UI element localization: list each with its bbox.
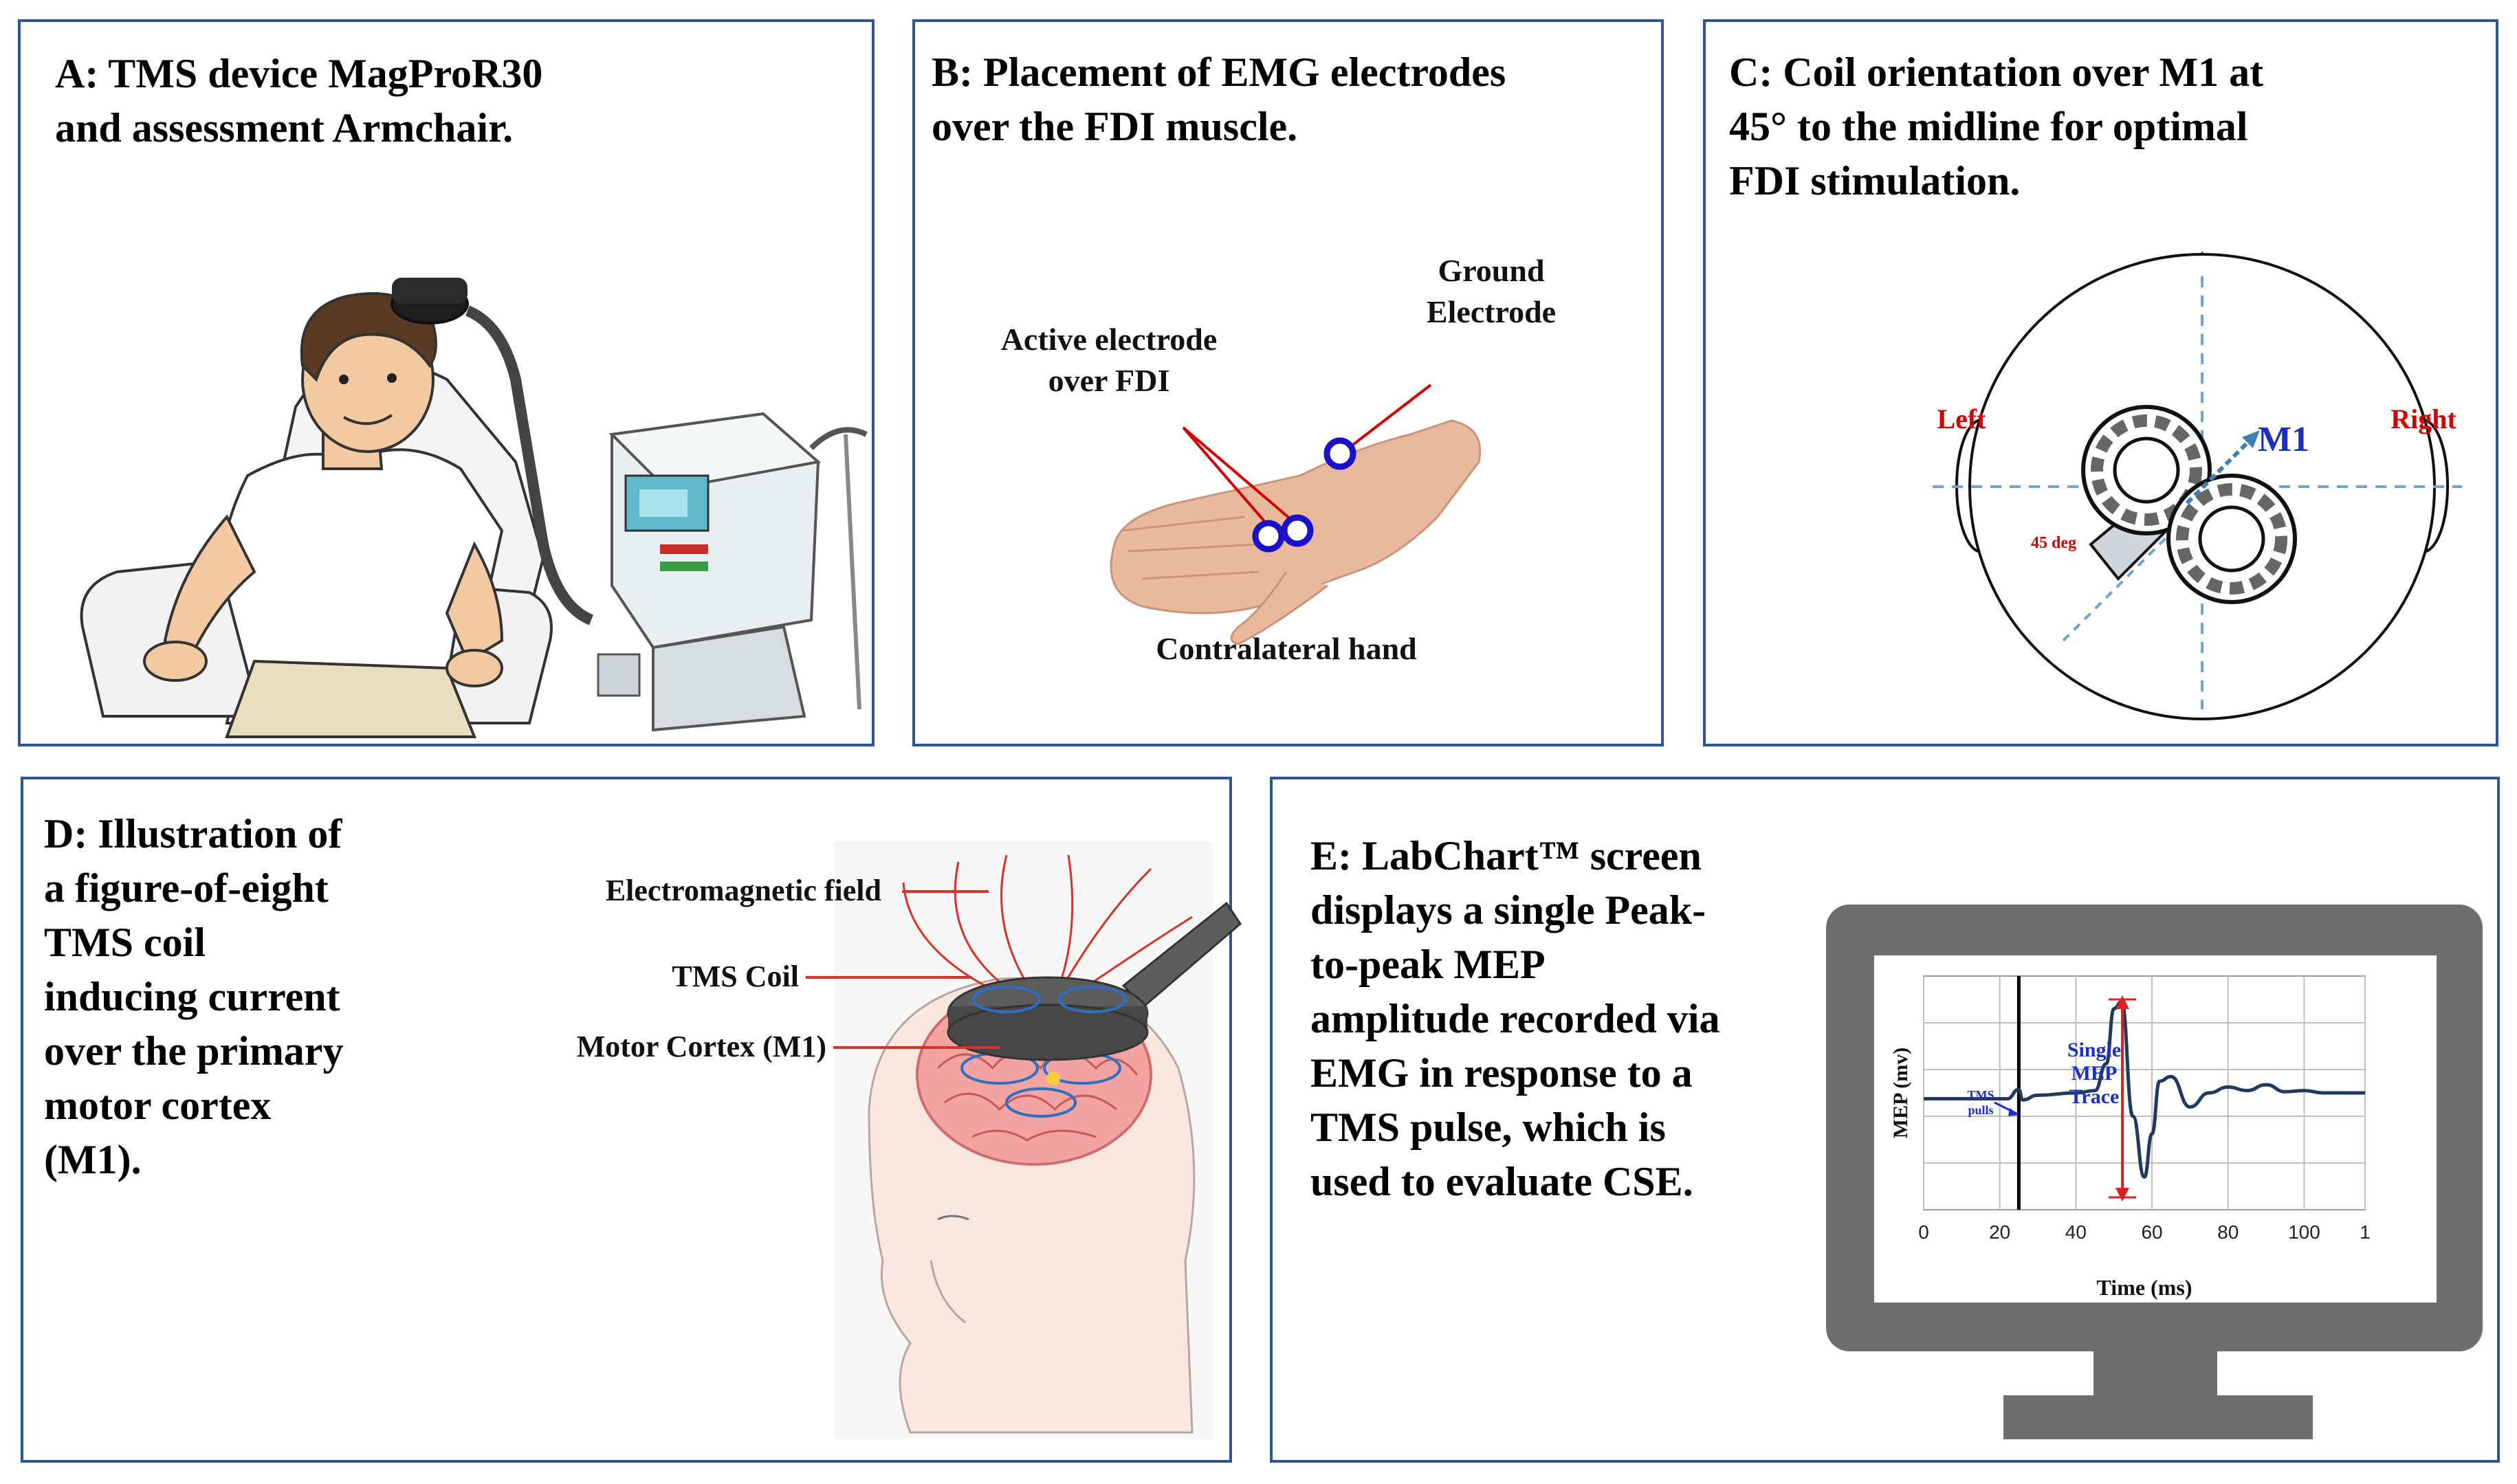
m1-label: M1: [2258, 420, 2309, 459]
panel-c-title-line2: 45° to the midline for optimal: [1729, 104, 2248, 149]
peak-to-peak-arrow: [2109, 995, 2136, 1201]
x-tick-label: 0: [1918, 1221, 1929, 1243]
x-tick-label: 100: [2288, 1221, 2320, 1243]
panel-c-title: C: Coil orientation over M1 at 45° to th…: [1729, 45, 2263, 208]
active-electrode-label-line2: over FDI: [1048, 363, 1170, 398]
panel-d-title-line1: D: Illustration of: [44, 811, 342, 856]
y-axis-label: MEP (mv): [1889, 1048, 1912, 1138]
panel-a-title: A: TMS device MagProR30 and assessment A…: [55, 47, 542, 155]
panel-e-title-line6: TMS pulse, which is: [1310, 1105, 1666, 1150]
panel-a: A: TMS device MagProR30 and assessment A…: [18, 19, 875, 746]
right-label: Right: [2390, 403, 2456, 434]
panel-d-title-line6: motor cortex: [44, 1083, 272, 1128]
x-tick-label: 1: [2360, 1221, 2371, 1243]
panel-e-title: E: LabChart™ screen displays a single Pe…: [1310, 829, 1720, 1209]
angle-label: 45 deg: [2031, 534, 2076, 552]
ground-electrode-label-line2: Electrode: [1427, 294, 1556, 329]
tms-chair-illustration: [80, 278, 868, 738]
tms-coil-label: TMS Coil: [672, 960, 799, 993]
panel-e-title-line1: E: LabChart™ screen: [1310, 833, 1702, 878]
panel-d-title-line5: over the primary: [44, 1028, 344, 1074]
ground-electrode: [1323, 437, 1356, 470]
panel-d-title-line2: a figure-of-eight: [44, 865, 329, 911]
tms-pulse-label-line1: TMS: [1967, 1088, 1994, 1102]
labchart-monitor: 0 20 40 60 80 100 1 Single MEP Trace TMS pulls…: [1826, 905, 2483, 1439]
tms-coil-head-illustration: Electromagnetic field TMS Coil Motor Cor…: [577, 841, 1242, 1439]
panel-e-title-line7: used to evaluate CSE.: [1310, 1159, 1693, 1204]
ground-electrode-label-line1: Ground: [1438, 253, 1545, 288]
trace-label-line2: MEP: [2071, 1062, 2118, 1085]
trace-label-line1: Single: [2067, 1039, 2121, 1061]
mep-chart: 0 20 40 60 80 100 1 Single MEP Trace TMS pulls…: [1889, 975, 2371, 1300]
hand-electrode-illustration: Ground Electrode Active electrode over F…: [1001, 253, 1556, 666]
x-axis-label: Time (ms): [2097, 1275, 2192, 1300]
panel-e-title-line4: amplitude recorded via: [1310, 996, 1720, 1041]
contralateral-hand-label: Contralateral hand: [1156, 631, 1417, 666]
active-electrode-label-line1: Active electrode: [1001, 322, 1218, 357]
panel-c: C: Coil orientation over M1 at 45° to th…: [1703, 19, 2498, 746]
panel-d: D: Illustration of a figure-of-eight TMS…: [21, 777, 1242, 1463]
panel-c-title-line1: C: Coil orientation over M1 at: [1729, 49, 2264, 95]
coil-orientation-diagram: Left Right M1 45 deg: [1933, 251, 2462, 720]
panel-a-title-line1: A: TMS device MagProR30: [55, 51, 543, 96]
x-tick-label: 20: [1989, 1221, 2010, 1243]
x-axis-ticks: 0 20 40 60 80 100 1: [1918, 1221, 2371, 1243]
active-electrode-2: [1281, 514, 1314, 547]
panel-e-title-line5: EMG in response to a: [1310, 1050, 1693, 1096]
panel-e-title-line3: to-peak MEP: [1310, 942, 1546, 987]
panel-b-title-line2: over the FDI muscle.: [932, 104, 1298, 149]
panel-b: B: Placement of EMG electrodes over the …: [912, 19, 1664, 746]
chart-grid: [1923, 976, 2366, 1210]
panel-d-title: D: Illustration of a figure-of-eight TMS…: [44, 807, 343, 1187]
mep-trace-line: [1924, 999, 2365, 1179]
panel-b-title: B: Placement of EMG electrodes over the …: [932, 45, 1506, 154]
motor-cortex-label: Motor Cortex (M1): [577, 1030, 826, 1063]
x-tick-label: 80: [2217, 1221, 2239, 1243]
trace-label-line3: Trace: [2069, 1085, 2120, 1108]
x-tick-label: 40: [2065, 1221, 2087, 1243]
panel-d-title-line3: TMS coil: [44, 920, 206, 965]
left-label: Left: [1937, 403, 1986, 434]
panel-a-title-line2: and assessment Armchair.: [55, 105, 514, 151]
x-tick-label: 60: [2141, 1221, 2162, 1243]
panel-d-title-line4: inducing current: [44, 974, 340, 1019]
active-electrode-1: [1252, 520, 1285, 553]
electromagnetic-field-label: Electromagnetic field: [606, 874, 881, 907]
panel-b-title-line1: B: Placement of EMG electrodes: [932, 49, 1506, 95]
panel-e: E: LabChart™ screen displays a single Pe…: [1270, 777, 2500, 1463]
panel-d-title-line7: (M1).: [44, 1137, 142, 1182]
panel-c-title-line3: FDI stimulation.: [1729, 158, 2021, 203]
panel-e-title-line2: displays a single Peak-: [1310, 887, 1706, 933]
tms-pulse-label-line2: pulls: [1968, 1103, 1993, 1117]
